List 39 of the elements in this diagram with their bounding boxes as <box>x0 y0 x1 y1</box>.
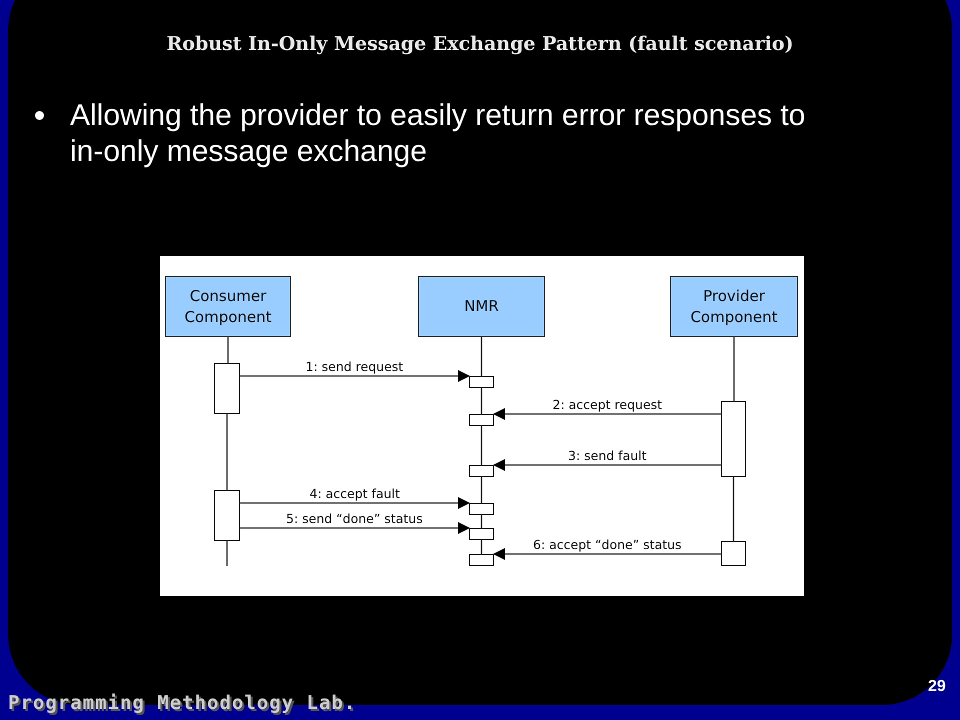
message-arrow <box>493 408 721 420</box>
activation-bar <box>214 490 240 541</box>
participant-box: Provider Component <box>670 276 798 337</box>
slide-number: 29 <box>928 678 946 696</box>
activation-bar <box>214 363 240 414</box>
activation-bar <box>469 465 494 477</box>
lifeline <box>480 477 482 503</box>
lifeline <box>226 414 228 490</box>
activation-bar <box>721 541 746 566</box>
message-label: 6: accept “done” status <box>531 538 684 552</box>
bullet-text: Allowing the provider to easily return error responses to in-only message exchange <box>70 98 806 170</box>
message-label: 4: accept fault <box>308 487 402 501</box>
message-arrow <box>240 370 470 382</box>
activation-bar <box>469 554 494 566</box>
activation-bar <box>469 528 494 540</box>
message-label: 1: send request <box>304 360 406 374</box>
lifeline <box>226 541 228 566</box>
activation-bar <box>469 414 494 426</box>
activation-bar <box>721 401 746 477</box>
activation-bar <box>469 503 494 515</box>
slide-title: Robust In-Only Message Exchange Pattern (fault scenario) <box>165 33 795 55</box>
lifeline <box>732 477 734 541</box>
message-label: 2: accept request <box>550 398 664 412</box>
lifeline <box>480 388 482 414</box>
participant-box: NMR <box>418 276 545 337</box>
message-arrow <box>493 548 721 560</box>
lifeline <box>227 337 229 363</box>
lifeline <box>733 337 735 401</box>
message-label: 5: send “done” status <box>284 512 425 526</box>
message-label: 3: send fault <box>566 449 649 463</box>
message-arrow <box>493 459 721 471</box>
lifeline <box>480 337 482 376</box>
lifeline <box>480 426 482 465</box>
participant-box: Consumer Component <box>165 276 291 337</box>
message-arrow <box>240 497 470 509</box>
message-arrow <box>240 522 470 534</box>
activation-bar <box>469 376 494 388</box>
lifeline <box>480 515 482 528</box>
lifeline <box>480 540 482 554</box>
